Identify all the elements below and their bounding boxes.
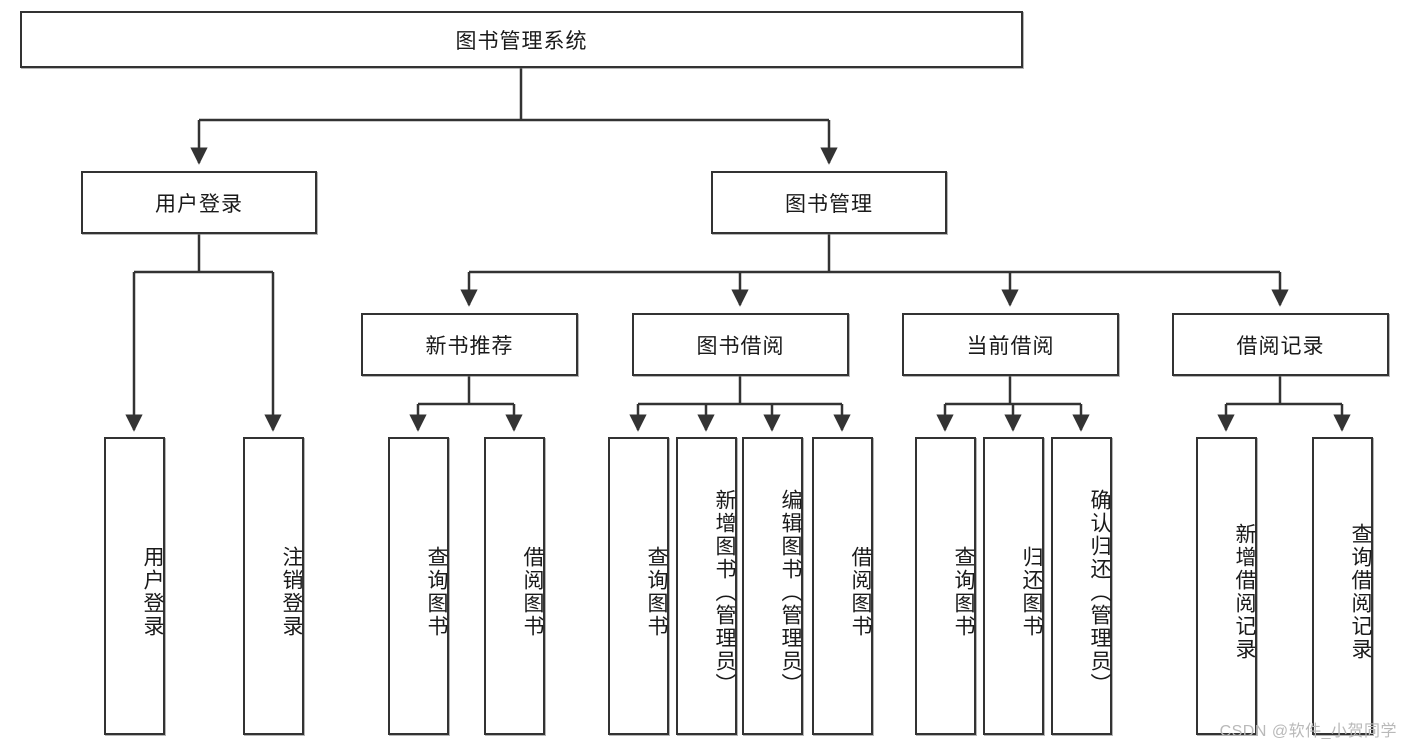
leaf-query-book-rec-label: 查询图书 xyxy=(425,546,448,638)
leaf-return-book-label: 归还图书 xyxy=(1020,546,1043,638)
node-borrow-record[interactable]: 借阅记录 xyxy=(1172,313,1389,376)
node-user-login[interactable]: 用户登录 xyxy=(81,171,317,234)
leaf-return-book[interactable]: 归还图书 xyxy=(983,437,1044,735)
node-borrow-record-label: 借阅记录 xyxy=(1236,334,1325,358)
leaf-logout-label: 注销登录 xyxy=(280,546,303,638)
node-book-management[interactable]: 图书管理 xyxy=(711,171,947,234)
node-book-borrow[interactable]: 图书借阅 xyxy=(632,313,849,376)
leaf-borrow-book-rec[interactable]: 借阅图书 xyxy=(484,437,545,735)
leaf-edit-book-admin-label: 编辑图书（管理员） xyxy=(779,488,802,696)
leaf-logout[interactable]: 注销登录 xyxy=(243,437,304,735)
leaf-edit-book-admin[interactable]: 编辑图书（管理员） xyxy=(742,437,803,735)
node-root-label: 图书管理系统 xyxy=(455,29,588,53)
leaf-query-book-cb-label: 查询图书 xyxy=(952,546,975,638)
leaf-query-book-bb[interactable]: 查询图书 xyxy=(608,437,669,735)
leaf-add-book-admin[interactable]: 新增图书（管理员） xyxy=(676,437,737,735)
node-current-borrow-label: 当前借阅 xyxy=(966,334,1055,358)
leaf-borrow-book-bb[interactable]: 借阅图书 xyxy=(812,437,873,735)
node-current-borrow[interactable]: 当前借阅 xyxy=(902,313,1119,376)
leaf-query-borrow-record-label: 查询借阅记录 xyxy=(1349,523,1372,661)
leaf-query-borrow-record[interactable]: 查询借阅记录 xyxy=(1312,437,1373,735)
leaf-confirm-return-admin[interactable]: 确认归还（管理员） xyxy=(1051,437,1112,735)
node-root[interactable]: 图书管理系统 xyxy=(20,11,1023,68)
csdn-watermark: CSDN @软件_小贺同学 xyxy=(1219,723,1397,740)
leaf-add-borrow-record[interactable]: 新增借阅记录 xyxy=(1196,437,1257,735)
leaf-add-borrow-record-label: 新增借阅记录 xyxy=(1233,523,1256,661)
node-user-login-label: 用户登录 xyxy=(155,192,243,216)
leaf-query-book-rec[interactable]: 查询图书 xyxy=(388,437,449,735)
node-book-management-label: 图书管理 xyxy=(785,192,873,216)
node-new-book-recommend[interactable]: 新书推荐 xyxy=(361,313,578,376)
node-book-borrow-label: 图书借阅 xyxy=(696,334,785,358)
leaf-confirm-return-admin-label: 确认归还（管理员） xyxy=(1088,488,1111,696)
leaf-user-login[interactable]: 用户登录 xyxy=(104,437,165,735)
leaf-borrow-book-rec-label: 借阅图书 xyxy=(521,546,544,638)
leaf-query-book-bb-label: 查询图书 xyxy=(645,546,668,638)
node-new-book-recommend-label: 新书推荐 xyxy=(425,334,514,358)
leaf-query-book-cb[interactable]: 查询图书 xyxy=(915,437,976,735)
leaf-add-book-admin-label: 新增图书（管理员） xyxy=(713,488,736,696)
leaf-borrow-book-bb-label: 借阅图书 xyxy=(849,546,872,638)
leaf-user-login-label: 用户登录 xyxy=(141,546,164,638)
